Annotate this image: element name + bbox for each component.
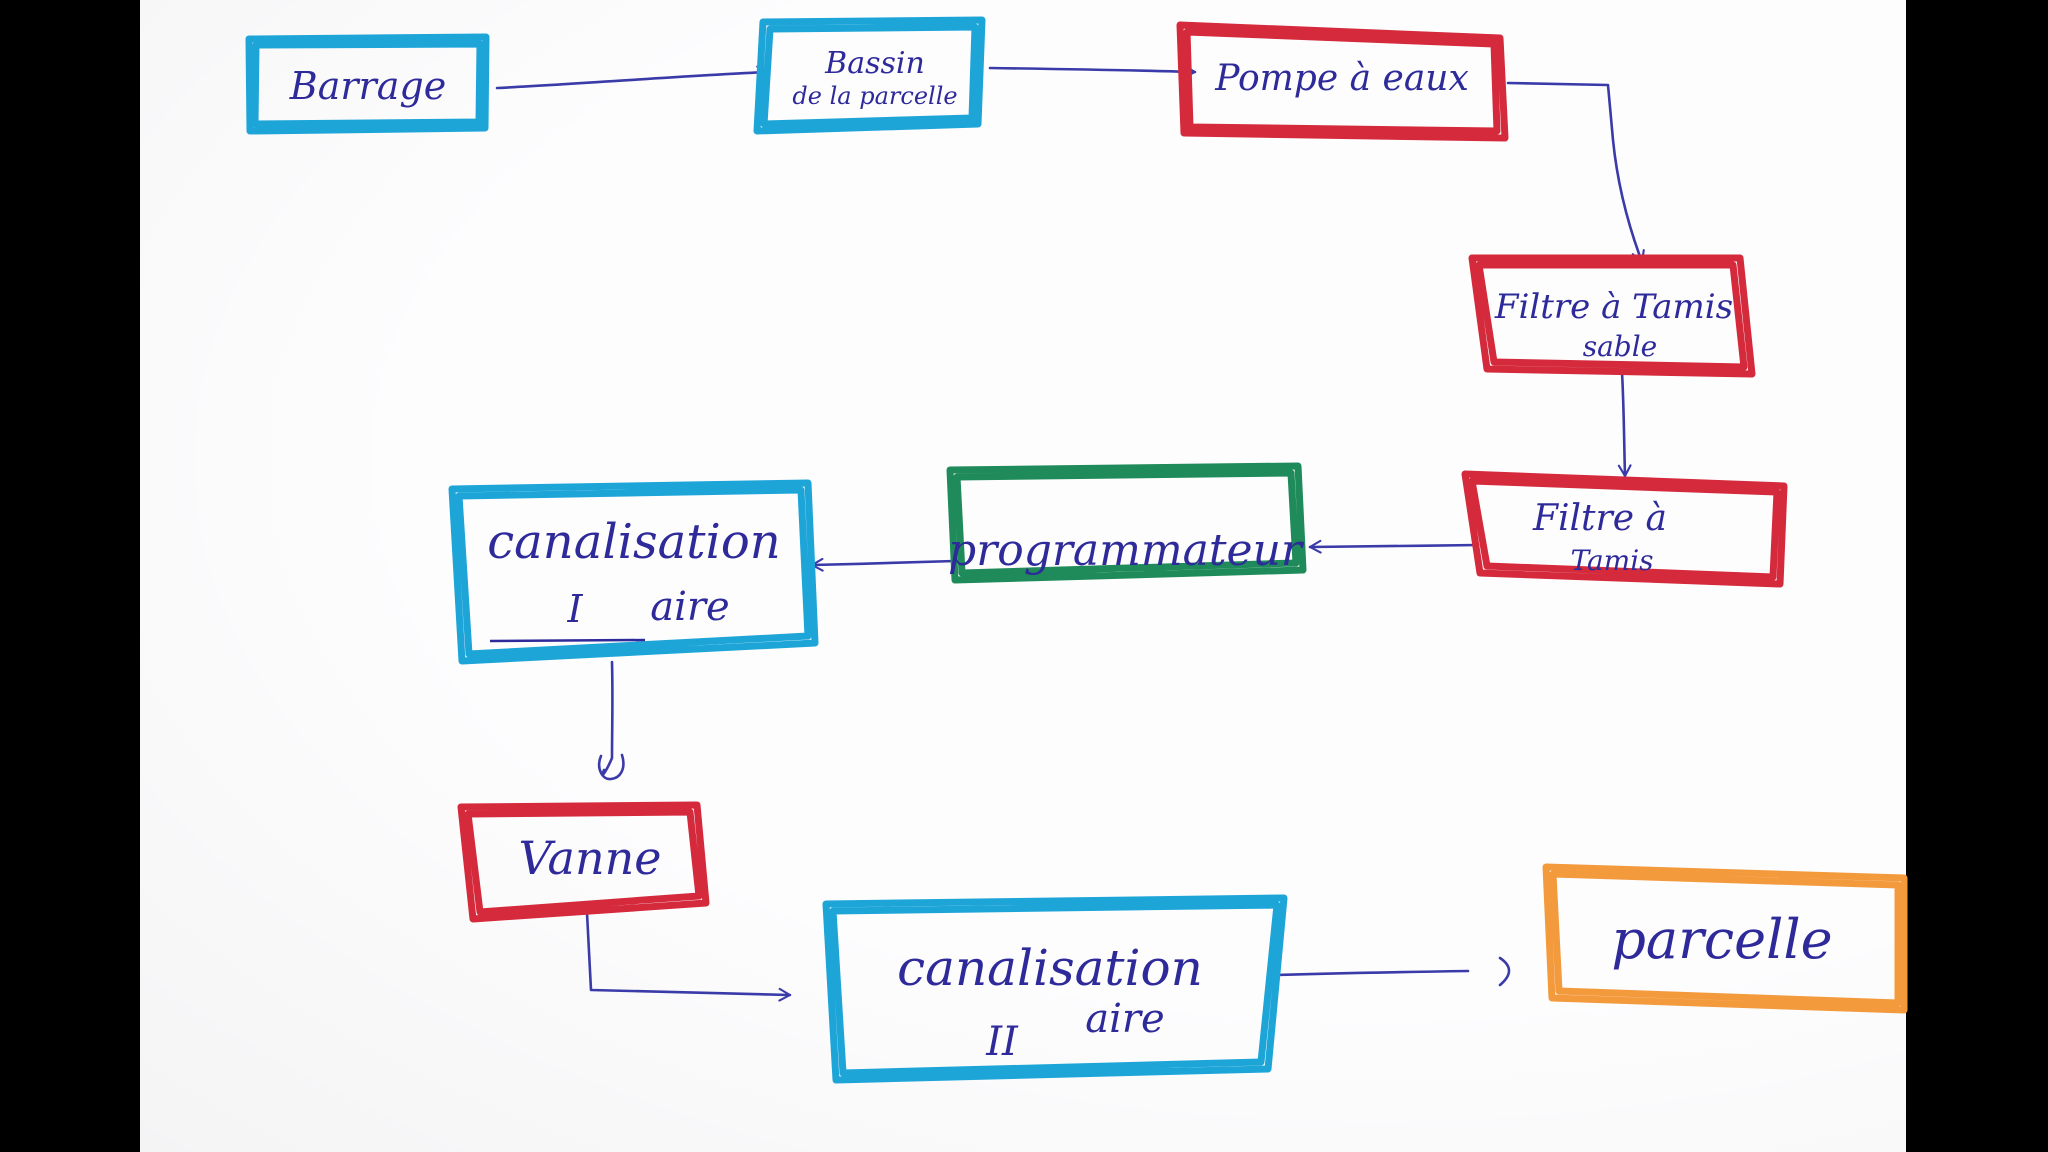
node-canalisation-1-sublabel: aire [650,584,729,630]
node-vanne: Vanne [457,801,710,923]
node-canalisation-2-numeral: II [985,1019,1019,1065]
node-filtre-sable-label-2: sable [1583,330,1658,363]
node-filtre-tamis-label-2: Tamis [1570,544,1653,577]
node-pompe-label: Pompe à eaux [1214,58,1469,99]
edge-canalisation2-parcelle [1273,969,1470,977]
node-programmateur-label: programmateur [948,525,1305,576]
node-barrage-box [245,33,490,135]
node-canalisation-1-box [448,479,819,665]
node-canalisation-1-label: canalisation [487,514,780,570]
node-pompe-box [1176,21,1509,142]
node-filtre-sable-box [1468,254,1756,378]
edge-pompe-filtre-sable [1506,81,1645,264]
node-programmateur-box [946,462,1307,584]
edge-canalisation1-vanne [601,660,614,776]
node-canalisation-1: canalisation I aire [448,479,819,665]
node-vanne-box [457,801,710,923]
node-bassin-label-2: de la parcelle [792,82,957,110]
node-canalisation-1-numeral: I [566,587,583,631]
edge-filtre-sable-filtre-tamis [1617,370,1632,478]
node-canalisation-1-underline [489,638,646,643]
edge-barrage-bassin [495,65,770,90]
node-programmateur: programmateur [946,462,1307,584]
node-bassin: Bassin de la parcelle [753,16,986,135]
node-barrage: Barrage [245,33,490,135]
node-canalisation-2: canalisation II aire [822,894,1288,1084]
node-filtre-tamis-box [1461,470,1788,588]
node-parcelle-box [1542,863,1908,1014]
node-filtre-tamis: Filtre à Tamis [1461,470,1788,588]
node-pompe: Pompe à eaux [1176,21,1509,142]
node-barrage-label: Barrage [289,64,446,108]
node-parcelle: parcelle [1542,863,1908,1014]
edge-filtre-tamis-programmateur [1308,539,1480,554]
edges [495,64,1645,1002]
node-bassin-box [753,16,986,135]
node-vanne-label: Vanne [519,831,662,885]
node-canalisation-2-label: canalisation [897,939,1203,997]
node-parcelle-label: parcelle [1611,908,1832,971]
node-filtre-sable-label-1: Filtre à Tamis [1494,287,1733,327]
edge-bassin-pompe [988,64,1197,79]
node-filtre-tamis-label-1: Filtre à [1532,498,1667,539]
node-canalisation-2-box [822,894,1288,1084]
edge-canalisation1-vanne-head [597,753,625,781]
edge-vanne-canalisation2 [585,911,792,1002]
edge-programmateur-canalisation1 [810,557,957,572]
node-filtre-sable: Filtre à Tamis sable [1468,254,1756,378]
edge-canalisation2-parcelle-head [1498,956,1511,987]
node-canalisation-2-sublabel: aire [1085,996,1164,1042]
node-bassin-label-1: Bassin [824,46,925,81]
